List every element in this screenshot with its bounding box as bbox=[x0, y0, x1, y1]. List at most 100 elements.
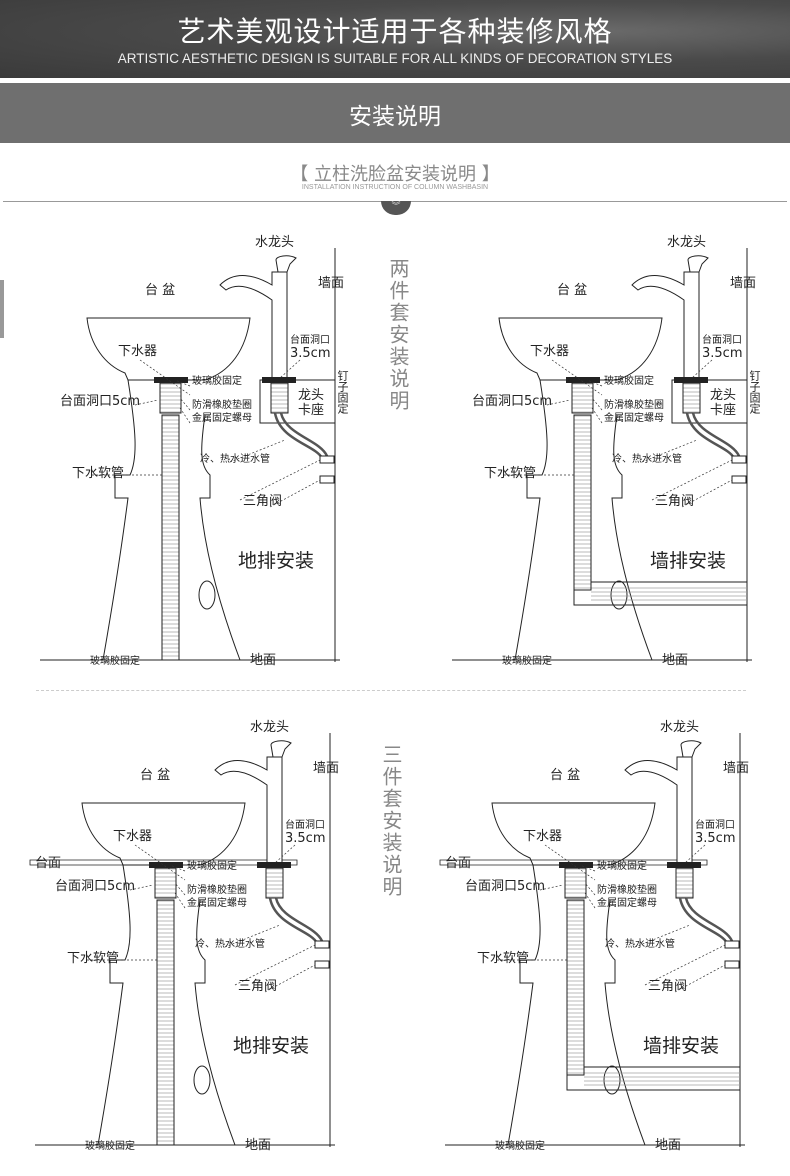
chevron-down-icon: ︾ bbox=[381, 201, 411, 215]
pedestal-right bbox=[194, 899, 236, 1146]
label-valve: 三角阀 bbox=[655, 494, 694, 509]
supply-hoses bbox=[678, 897, 734, 944]
label-floor: 地面 bbox=[250, 653, 276, 668]
leader-lines bbox=[495, 844, 726, 1146]
label-mode: 墙排安装 bbox=[643, 1035, 719, 1057]
pedestal-hole bbox=[198, 580, 216, 610]
label-hole5: 台面洞口5cm bbox=[55, 879, 135, 894]
label-glue2: 玻璃胶固定 bbox=[502, 654, 552, 667]
edge-marker bbox=[0, 280, 4, 338]
pedestal-hole bbox=[193, 1065, 211, 1095]
label-nut: 金属固定螺母 bbox=[192, 411, 252, 424]
label-nail-box: 钉子固定 bbox=[748, 370, 761, 414]
faucet bbox=[214, 756, 283, 863]
label-hole5: 台面洞口5cm bbox=[472, 394, 552, 409]
faucet-handle bbox=[270, 740, 292, 758]
supply-hoses bbox=[268, 897, 324, 944]
pedestal-right bbox=[611, 414, 653, 661]
label-nail: 钉子固定 bbox=[748, 370, 761, 414]
label-glue2: 玻璃胶固定 bbox=[495, 1139, 545, 1152]
label-nail-box: 钉子固定 bbox=[336, 370, 349, 414]
section-bar-title: 安装说明 bbox=[349, 104, 441, 130]
drain-hose bbox=[573, 414, 592, 591]
label-valve: 三角阀 bbox=[243, 494, 282, 509]
label-valve: 三角阀 bbox=[648, 979, 687, 994]
label-seat-box: 龙头 卡座 bbox=[298, 388, 325, 418]
label-drain: 下水器 bbox=[523, 829, 562, 844]
label-hose: 下水软管 bbox=[72, 466, 124, 481]
faucet bbox=[624, 756, 693, 863]
angle-valve-1 bbox=[731, 455, 747, 464]
label-hose: 下水软管 bbox=[477, 951, 529, 966]
label-glue: 玻璃胶固定 bbox=[597, 859, 647, 872]
label-faucet: 水龙头 bbox=[255, 235, 294, 250]
label-hole35a: 台面洞口 bbox=[285, 818, 325, 831]
faucet-handle bbox=[275, 255, 297, 273]
label-basin: 台 盆 bbox=[557, 283, 587, 298]
label-mode: 地排安装 bbox=[238, 550, 314, 572]
drain-hose bbox=[161, 414, 180, 661]
label-nut: 金属固定螺母 bbox=[604, 411, 664, 424]
label-hole35a: 台面洞口 bbox=[290, 333, 330, 346]
label-hole5: 台面洞口5cm bbox=[465, 879, 545, 894]
label-hose: 下水软管 bbox=[484, 466, 536, 481]
label-valve: 三角阀 bbox=[238, 979, 277, 994]
basin bbox=[81, 802, 246, 866]
label-floor: 地面 bbox=[662, 653, 688, 668]
hero-banner: 艺术美观设计适用于各种装修风格 ARTISTIC AESTHETIC DESIG… bbox=[0, 0, 790, 78]
label-faucet: 水龙头 bbox=[250, 720, 289, 735]
label-counter: 台面 bbox=[445, 856, 471, 871]
label-gasket: 防滑橡胶垫圈 bbox=[192, 398, 252, 411]
hero-subtitle: ARTISTIC AESTHETIC DESIGN IS SUITABLE FO… bbox=[117, 51, 673, 66]
label-wall: 墙面 bbox=[318, 276, 344, 291]
leader-lines bbox=[90, 359, 321, 661]
faucet-thread bbox=[270, 382, 289, 414]
drain-hose bbox=[566, 899, 585, 1076]
leader-lines bbox=[85, 844, 316, 1146]
label-hole35b: 3.5cm bbox=[290, 346, 331, 361]
label-seat: 龙头 卡座 bbox=[710, 388, 737, 418]
section-bar: 安装说明 bbox=[0, 83, 790, 143]
label-hole5: 台面洞口5cm bbox=[60, 394, 140, 409]
label-hole35b: 3.5cm bbox=[695, 831, 736, 846]
label-hole35b: 3.5cm bbox=[702, 346, 743, 361]
supply-hoses bbox=[273, 412, 329, 459]
label-hose: 下水软管 bbox=[67, 951, 119, 966]
angle-valve-1 bbox=[314, 940, 330, 949]
pedestal-left bbox=[507, 864, 541, 1146]
label-floor: 地面 bbox=[655, 1138, 681, 1153]
drain-flange bbox=[154, 377, 188, 383]
label-floor: 地面 bbox=[245, 1138, 271, 1153]
faucet-handle bbox=[687, 255, 709, 273]
label-inlet: 冷、热水进水管 bbox=[200, 452, 270, 465]
label-inlet: 冷、热水进水管 bbox=[605, 937, 675, 950]
label-nut: 金属固定螺母 bbox=[597, 896, 657, 909]
label-glue: 玻璃胶固定 bbox=[187, 859, 237, 872]
label-counter: 台面 bbox=[35, 856, 61, 871]
label-mode: 地排安装 bbox=[233, 1035, 309, 1057]
label-hole35b: 3.5cm bbox=[285, 831, 326, 846]
label-wall: 墙面 bbox=[730, 276, 756, 291]
label-wall: 墙面 bbox=[723, 761, 749, 776]
label-gasket: 防滑橡胶垫圈 bbox=[604, 398, 664, 411]
label-glue2: 玻璃胶固定 bbox=[90, 654, 140, 667]
label-inlet: 冷、热水进水管 bbox=[195, 937, 265, 950]
label-hole35a: 台面洞口 bbox=[702, 333, 742, 346]
faucet-thread bbox=[682, 382, 701, 414]
side-label-three-piece: 三件套安装说明 bbox=[379, 744, 403, 898]
basin bbox=[498, 317, 663, 381]
label-seat-box: 龙头 卡座 bbox=[710, 388, 737, 418]
wall-drain-pipe bbox=[573, 581, 747, 606]
drain-thread bbox=[154, 867, 177, 899]
label-seat: 龙头 卡座 bbox=[298, 388, 325, 418]
countertop bbox=[439, 859, 708, 866]
leader-lines bbox=[502, 359, 733, 661]
drain-flange bbox=[566, 377, 600, 383]
drain-thread bbox=[564, 867, 587, 899]
faucet-seat-box bbox=[259, 379, 336, 424]
label-glue: 玻璃胶固定 bbox=[604, 374, 654, 387]
label-nut: 金属固定螺母 bbox=[187, 896, 247, 909]
pedestal-right bbox=[199, 414, 241, 661]
